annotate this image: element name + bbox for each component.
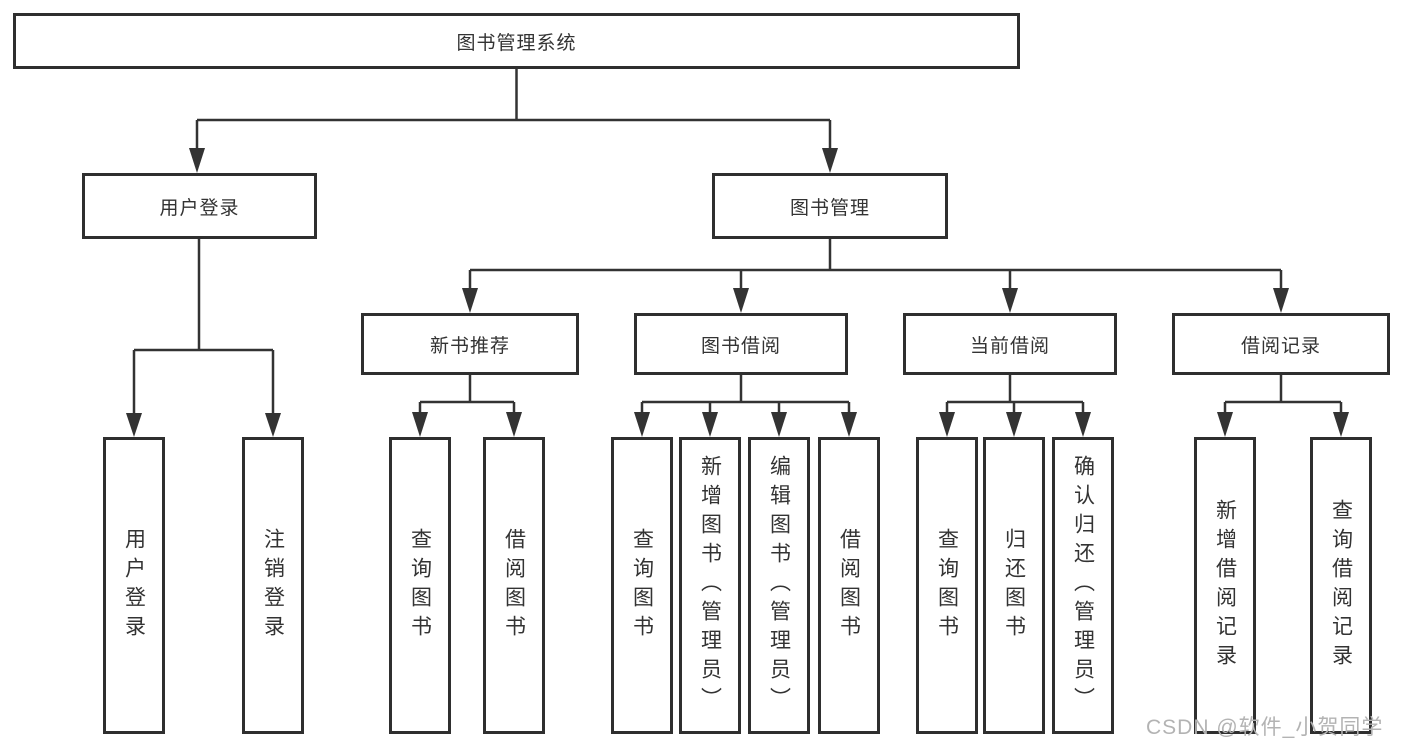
leaf-confirm-return-admin-label: 确认归还（管理员） xyxy=(1071,455,1095,716)
leaf-borrow-books-borrowing: 借阅图书 xyxy=(818,437,880,734)
leaf-query-books-current: 查询图书 xyxy=(916,437,978,734)
node-book-borrowing-label: 图书借阅 xyxy=(700,335,781,357)
leaf-add-borrow-record-label: 新增借阅记录 xyxy=(1213,498,1237,673)
node-book-management: 图书管理 xyxy=(712,173,948,239)
node-new-book-recommend: 新书推荐 xyxy=(361,313,579,375)
leaf-query-books-recommend-label: 查询图书 xyxy=(408,527,432,644)
leaf-add-borrow-record: 新增借阅记录 xyxy=(1194,437,1256,734)
leaf-return-book: 归还图书 xyxy=(983,437,1045,734)
leaf-add-book-admin: 新增图书（管理员） xyxy=(679,437,741,734)
leaf-query-books-borrowing: 查询图书 xyxy=(611,437,673,734)
node-root: 图书管理系统 xyxy=(13,13,1020,69)
node-book-management-label: 图书管理 xyxy=(789,197,870,219)
node-current-borrowing-label: 当前借阅 xyxy=(969,335,1050,357)
leaf-borrow-books-recommend: 借阅图书 xyxy=(483,437,545,734)
node-new-book-recommend-label: 新书推荐 xyxy=(429,335,510,357)
node-user-login-label: 用户登录 xyxy=(159,197,240,219)
leaf-query-books-recommend: 查询图书 xyxy=(389,437,451,734)
leaf-query-borrow-record: 查询借阅记录 xyxy=(1310,437,1372,734)
leaf-add-book-admin-label: 新增图书（管理员） xyxy=(698,455,722,716)
leaf-logout-label: 注销登录 xyxy=(261,527,285,644)
node-book-borrowing: 图书借阅 xyxy=(634,313,848,375)
node-current-borrowing: 当前借阅 xyxy=(903,313,1117,375)
node-borrowing-records: 借阅记录 xyxy=(1172,313,1390,375)
leaf-query-books-borrowing-label: 查询图书 xyxy=(630,527,654,644)
leaf-edit-book-admin: 编辑图书（管理员） xyxy=(748,437,810,734)
leaf-return-book-label: 归还图书 xyxy=(1002,527,1026,644)
node-user-login: 用户登录 xyxy=(82,173,317,239)
leaf-borrow-books-borrowing-label: 借阅图书 xyxy=(837,527,861,644)
leaf-query-books-current-label: 查询图书 xyxy=(935,527,959,644)
leaf-user-login: 用户登录 xyxy=(103,437,165,734)
leaf-borrow-books-recommend-label: 借阅图书 xyxy=(502,527,526,644)
leaf-user-login-label: 用户登录 xyxy=(122,527,146,644)
leaf-logout: 注销登录 xyxy=(242,437,304,734)
leaf-edit-book-admin-label: 编辑图书（管理员） xyxy=(767,455,791,716)
arrowheads xyxy=(126,148,1349,437)
node-root-label: 图书管理系统 xyxy=(456,32,577,54)
leaf-confirm-return-admin: 确认归还（管理员） xyxy=(1052,437,1114,734)
watermark: CSDN @软件_小贺同学 xyxy=(1146,716,1384,739)
leaf-query-borrow-record-label: 查询借阅记录 xyxy=(1329,498,1353,673)
node-borrowing-records-label: 借阅记录 xyxy=(1240,335,1321,357)
